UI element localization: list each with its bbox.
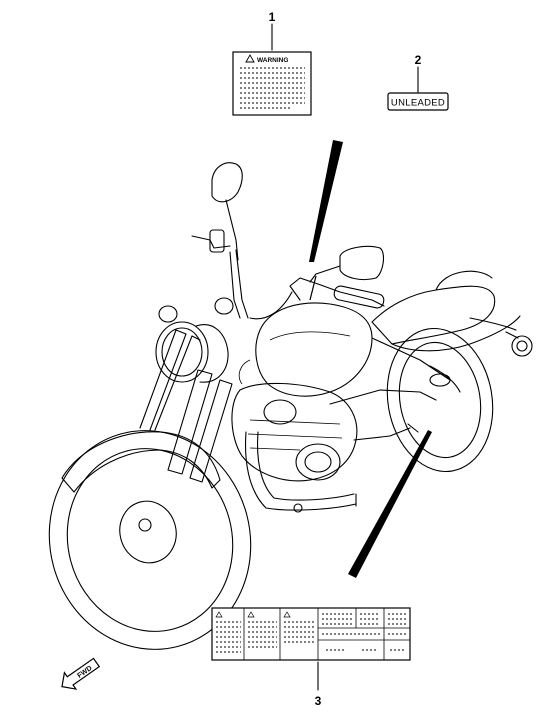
callout-2: 2	[415, 53, 422, 93]
info-label[interactable]	[211, 607, 411, 661]
fuel-tank	[255, 302, 373, 397]
warning-label-text-lines	[240, 67, 305, 109]
callout-number-1: 1	[269, 10, 276, 24]
unleaded-label-text: UNLEADED	[391, 98, 445, 109]
callout-number-3: 3	[315, 694, 322, 708]
engine	[231, 382, 437, 482]
right-mirror	[309, 245, 385, 283]
info-label-text-lines	[216, 613, 406, 653]
pointer-to-item-1	[309, 140, 343, 262]
callout-1: 1	[269, 10, 276, 51]
exhaust-pipes	[245, 431, 357, 513]
pointer-to-item-3	[348, 430, 432, 578]
front-fender	[61, 431, 221, 493]
headlight	[155, 297, 234, 383]
fwd-arrow-icon: FWD	[61, 657, 101, 690]
handlebars	[229, 249, 385, 320]
rear-wheel	[386, 327, 494, 473]
left-mirror	[191, 162, 243, 261]
unleaded-label[interactable]: UNLEADED	[387, 92, 449, 111]
info-label-warning-icons	[215, 611, 291, 618]
rear-section	[469, 317, 533, 357]
fwd-arrow-text: FWD	[76, 665, 93, 680]
warning-triangle-icon	[245, 54, 255, 63]
warning-label[interactable]: WARNING	[232, 51, 312, 116]
motorcycle-drawing	[48, 162, 533, 650]
callout-3: 3	[315, 661, 322, 708]
warning-label-heading: WARNING	[257, 57, 288, 64]
front-wheel	[48, 430, 252, 650]
seat	[371, 285, 496, 345]
front-fork	[139, 329, 233, 483]
callout-number-2: 2	[415, 53, 422, 67]
frame	[371, 337, 461, 433]
pointer-to-item-2	[309, 275, 317, 301]
